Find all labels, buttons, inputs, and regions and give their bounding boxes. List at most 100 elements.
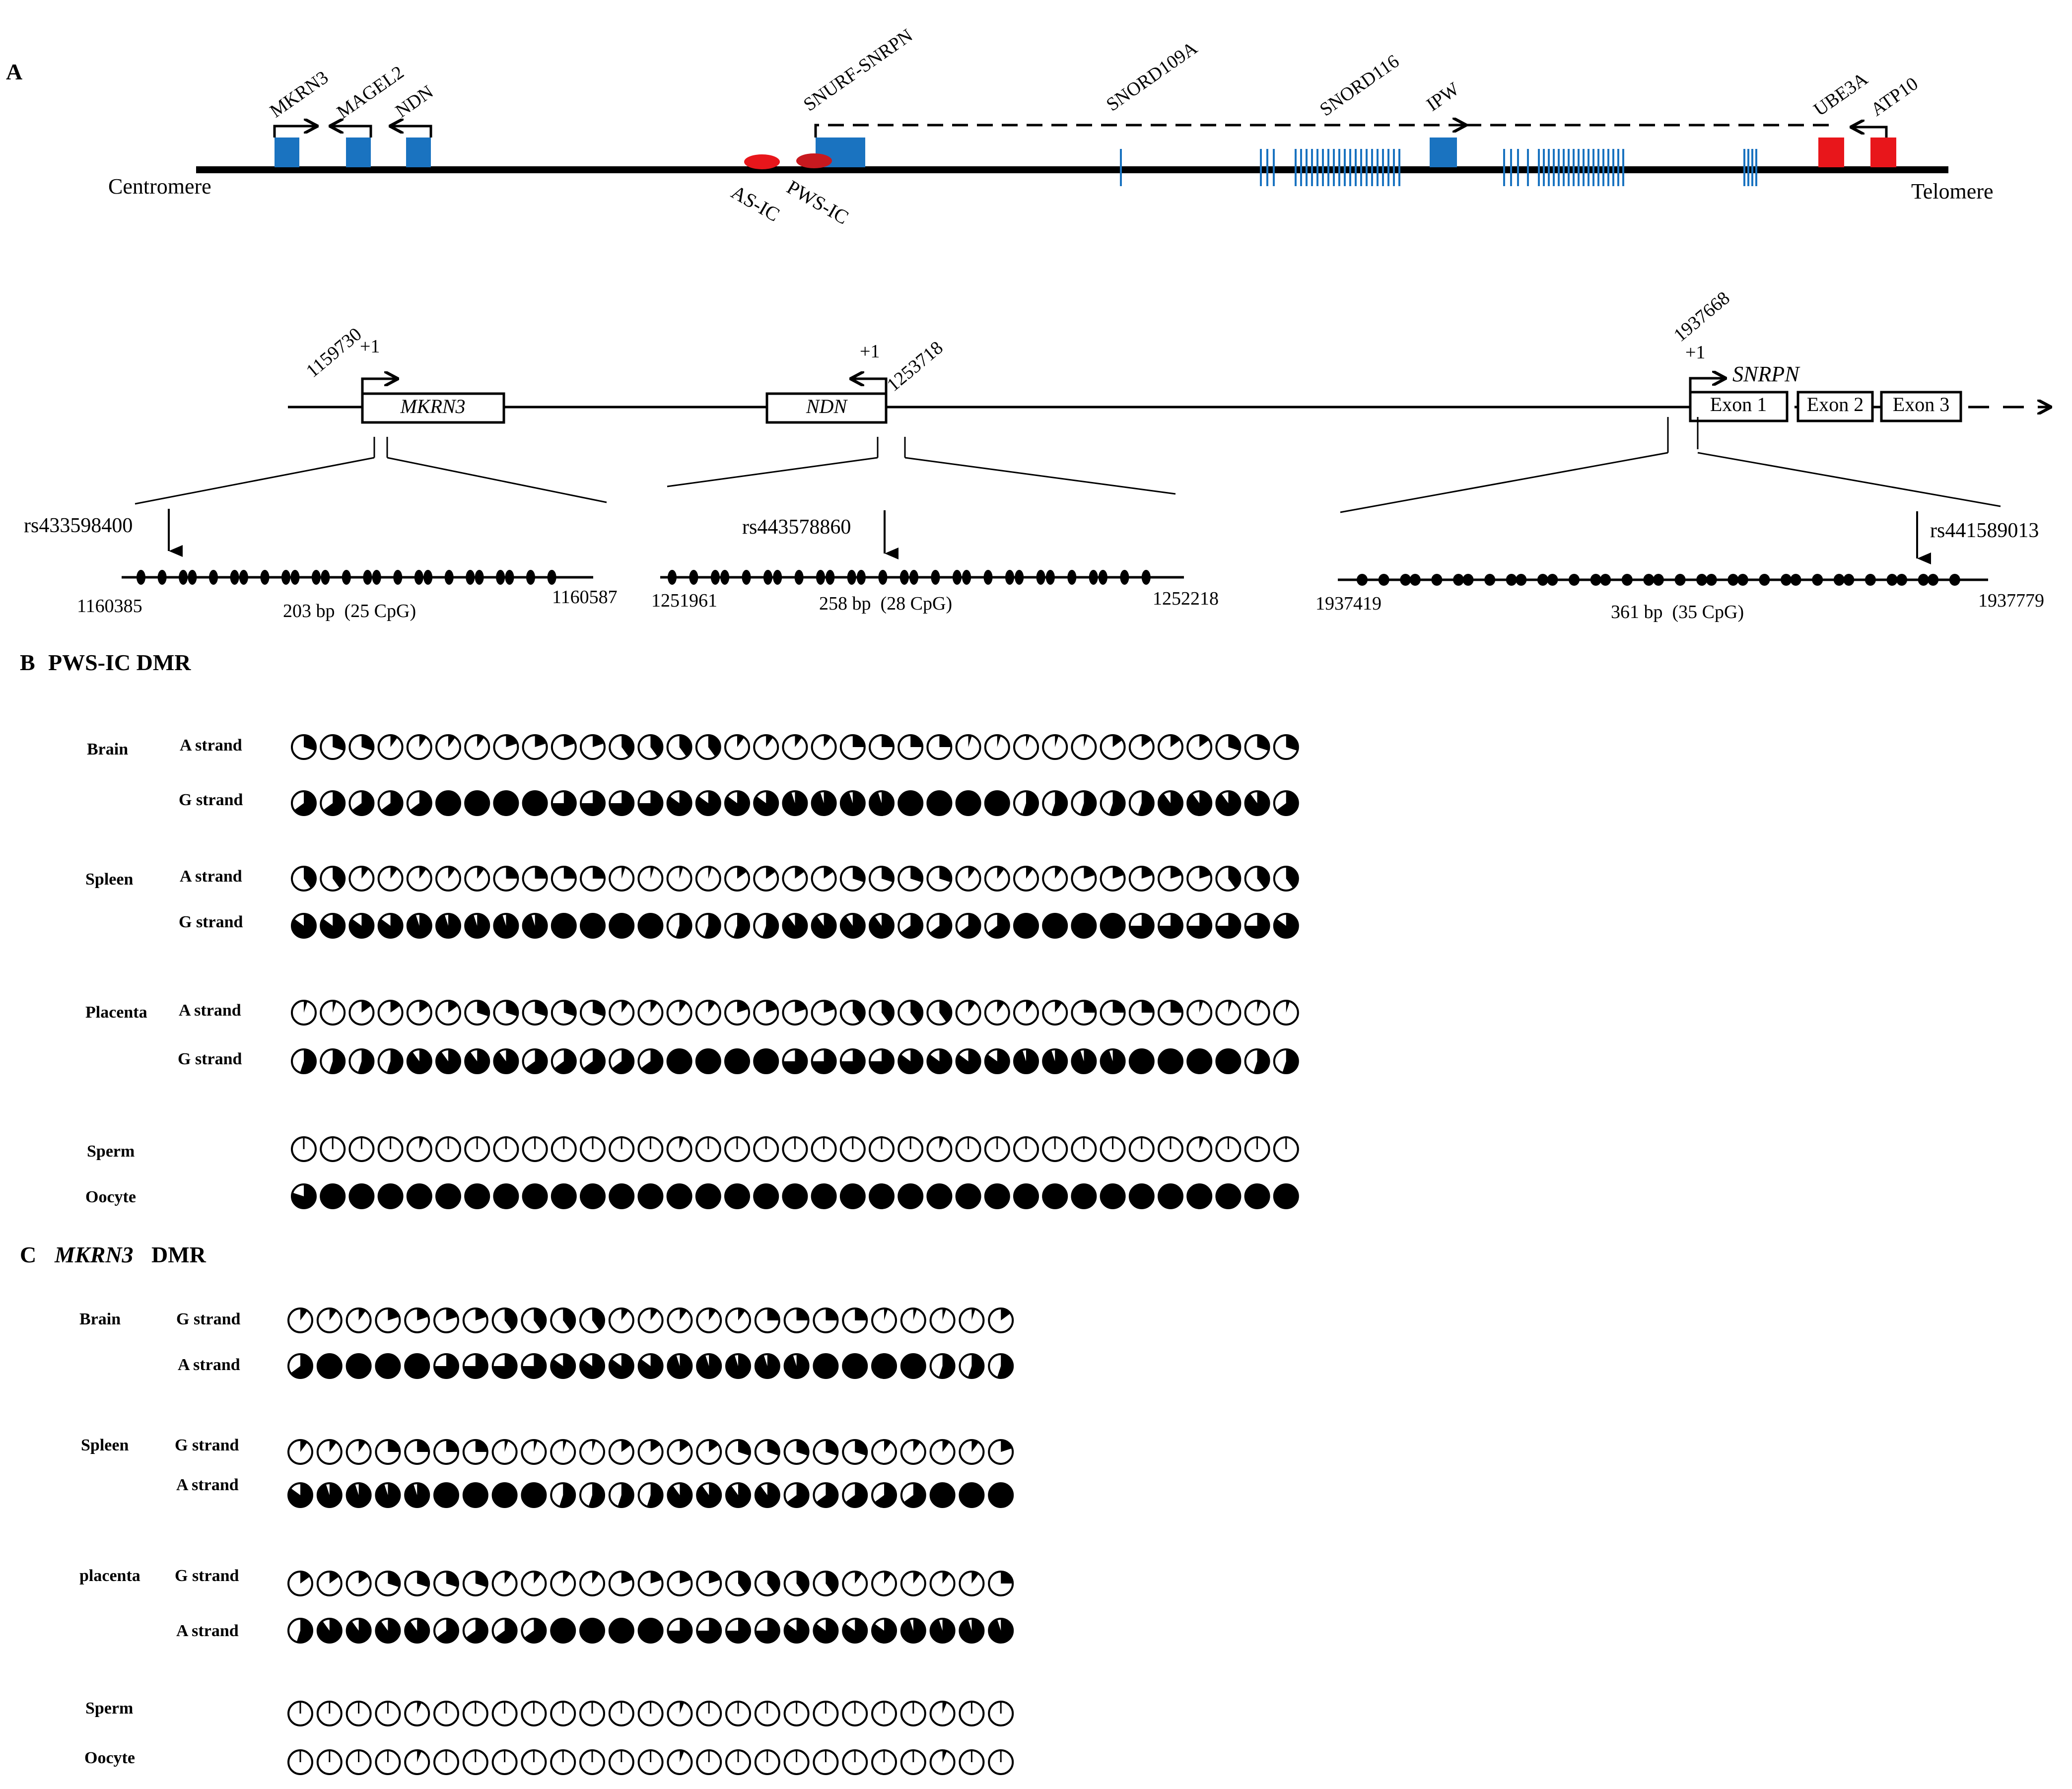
methylation-fill <box>913 1308 917 1320</box>
cpg-dot <box>816 570 825 585</box>
methylation-fill <box>783 791 807 816</box>
snp-label-1: rs433598400 <box>24 514 133 537</box>
ndn-box <box>406 138 431 167</box>
cpg-dot <box>847 570 856 585</box>
cpg-dot <box>414 570 423 585</box>
cpg-dot <box>1833 574 1845 586</box>
methylation-fill <box>738 1308 746 1320</box>
methylation-fill <box>463 1354 487 1378</box>
methylation-fill <box>534 1440 538 1452</box>
cpg-dot <box>1015 570 1024 585</box>
cpg-dot <box>878 570 888 585</box>
methylation-fill <box>465 1184 489 1208</box>
cpg-dot <box>547 570 556 585</box>
region-start-2: 1251961 <box>651 590 717 611</box>
methylation-fill <box>1159 1184 1182 1208</box>
methylation-fill <box>956 791 980 815</box>
methylation-fill <box>622 1001 629 1013</box>
methylation-fill <box>872 1354 896 1378</box>
cpg-dot <box>1949 574 1960 586</box>
centromere-label: Centromere <box>108 174 211 199</box>
methylation-fill <box>504 1308 517 1330</box>
cpg-dot <box>1506 574 1517 586</box>
ndn-plus1: +1 <box>860 341 880 362</box>
methylation-fill <box>1187 914 1212 938</box>
cpg-dot <box>1067 570 1077 585</box>
methylation-fill <box>475 1308 487 1320</box>
cpg-dot <box>720 570 730 585</box>
methylation-fill <box>1043 1049 1067 1074</box>
methylation-fill <box>405 1354 429 1378</box>
methylation-fill <box>737 1001 749 1013</box>
methylation-fill <box>1253 1049 1269 1073</box>
methylation-fill <box>378 1184 403 1208</box>
region-size-2: 258 bp (28 CpG) <box>819 593 952 614</box>
strand-label: A strand <box>179 1001 241 1020</box>
methylation-fill <box>942 1702 947 1714</box>
methylation-fill <box>296 1619 312 1643</box>
strand-label: G strand <box>179 913 243 931</box>
methylation-fill <box>1080 791 1096 815</box>
methylation-fill <box>390 867 398 879</box>
methylation-fill <box>1014 914 1038 938</box>
methylation-fill <box>971 1308 975 1320</box>
methylation-fill <box>494 791 518 815</box>
methylation-fill <box>968 1001 975 1013</box>
cpg-dots-1 <box>137 570 556 585</box>
methylation-fill <box>824 1001 835 1013</box>
snrpn-tss-coord: 1937668 <box>1670 287 1734 346</box>
snrpn-gene-label: SNRPN <box>1732 362 1800 386</box>
methylation-fill <box>1199 867 1211 879</box>
methylation-fill <box>1187 1049 1212 1073</box>
methylation-fill <box>321 1184 345 1208</box>
methylation-fill <box>346 1619 371 1643</box>
methylation-fill <box>971 1440 979 1452</box>
methylation-fill <box>329 1572 340 1583</box>
methylation-fill <box>563 1572 570 1583</box>
methylation-fill <box>845 1483 867 1508</box>
methylation-fill <box>593 867 605 879</box>
methylation-fill <box>622 867 625 879</box>
methylation-fill <box>1245 1184 1269 1208</box>
methylation-fill <box>436 791 460 815</box>
methylation-fill <box>361 1001 371 1013</box>
methylation-fill <box>304 735 316 751</box>
methylation-fill <box>349 1184 374 1208</box>
methylation-fill <box>465 1049 489 1074</box>
methylation-fill <box>618 1483 633 1507</box>
methylation-fill <box>840 914 865 938</box>
methylation-fill <box>419 735 426 747</box>
methylation-fill <box>609 1354 633 1378</box>
methylation-fill <box>581 1184 605 1208</box>
methylation-fill <box>939 735 952 747</box>
methylation-fill <box>288 1483 312 1507</box>
methylation-fill <box>376 1619 400 1643</box>
methylation-fill <box>1245 791 1269 816</box>
cpg-dot <box>466 570 475 585</box>
methylation-fill <box>1072 914 1096 938</box>
methylation-fill <box>783 914 807 938</box>
methylation-fill <box>783 1049 807 1073</box>
mkrn3-gene-label: MKRN3 <box>400 395 465 417</box>
methylation-fill <box>1129 1049 1154 1073</box>
methylation-fill <box>754 1049 778 1073</box>
methylation-fill <box>1026 735 1030 747</box>
methylation-fill <box>725 1184 749 1208</box>
gene-label-snurf-snrpn: SNURF-SNRPN <box>800 25 916 115</box>
methylation-fill <box>766 1001 778 1013</box>
methylation-fill <box>300 1308 308 1320</box>
methylation-fill <box>667 1049 691 1073</box>
mkrn3-box <box>275 138 299 167</box>
cpg-dot <box>444 570 454 585</box>
mkrn3-arrow <box>273 126 317 138</box>
methylation-fill <box>1141 735 1152 747</box>
methylation-fill <box>621 1571 633 1583</box>
telomere-label: Telomere <box>1911 179 1994 204</box>
cpg-dot <box>1409 574 1421 586</box>
methylation-fill <box>989 1619 1013 1643</box>
cpg-dot <box>1759 574 1770 586</box>
methylation-fill <box>465 791 489 815</box>
methylation-fill <box>855 1572 862 1583</box>
methylation-fill <box>492 1483 517 1507</box>
cpg-dot <box>1706 574 1717 586</box>
